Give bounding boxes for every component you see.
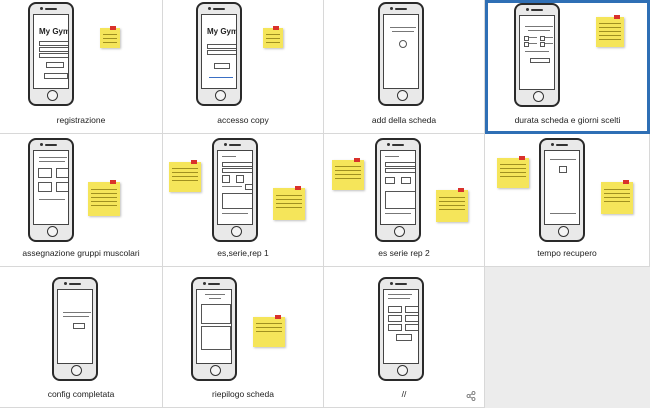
cell-label: config completata bbox=[47, 389, 115, 399]
sticky-note bbox=[169, 160, 201, 192]
cell-label: riepilogo scheda bbox=[212, 389, 274, 399]
mockup-cell[interactable]: tempo recupero bbox=[485, 134, 650, 267]
mockup-cell[interactable]: riepilogo scheda bbox=[163, 267, 324, 408]
cell-label: accesso copy bbox=[217, 115, 269, 125]
sticky-note bbox=[273, 186, 305, 220]
phone-mockup bbox=[378, 2, 424, 106]
cell-label: es,serie,rep 1 bbox=[217, 248, 269, 258]
sticky-note bbox=[601, 180, 633, 214]
screen-title: My Gym bbox=[207, 27, 237, 36]
screen-title: My Gym bbox=[39, 27, 69, 36]
phone-mockup bbox=[191, 277, 237, 381]
mockup-cell-selected[interactable]: durata scheda e giorni scelti bbox=[485, 0, 650, 134]
sticky-note bbox=[88, 180, 120, 216]
phone-mockup: My Gym bbox=[196, 2, 242, 106]
empty-cell bbox=[485, 267, 650, 408]
mockup-cell[interactable]: add della scheda bbox=[324, 0, 485, 134]
phone-mockup bbox=[378, 277, 424, 381]
cell-label: add della scheda bbox=[371, 115, 437, 125]
cell-label: durata scheda e giorni scelti bbox=[514, 115, 621, 125]
mockup-cell[interactable]: es,serie,rep 1 bbox=[163, 134, 324, 267]
sticky-note bbox=[497, 156, 529, 188]
add-icon bbox=[399, 40, 407, 48]
mockup-cell[interactable]: My Gym registrazione bbox=[0, 0, 163, 134]
phone-mockup bbox=[539, 138, 585, 242]
mockup-cell[interactable]: config completata bbox=[0, 267, 163, 408]
cell-label: tempo recupero bbox=[537, 248, 597, 258]
share-icon[interactable] bbox=[466, 391, 476, 401]
phone-mockup bbox=[375, 138, 421, 242]
phone-mockup bbox=[212, 138, 258, 242]
mockup-cell[interactable]: My Gym accesso copy bbox=[163, 0, 324, 134]
mockup-cell[interactable]: // bbox=[324, 267, 485, 408]
sticky-note bbox=[100, 26, 120, 48]
mockup-cell[interactable]: es serie rep 2 bbox=[324, 134, 485, 267]
mockup-cell[interactable]: assegnazione gruppi muscolari bbox=[0, 134, 163, 267]
cell-label: es serie rep 2 bbox=[378, 248, 430, 258]
phone-mockup bbox=[28, 138, 74, 242]
sticky-note bbox=[253, 315, 285, 347]
phone-mockup bbox=[514, 3, 560, 107]
sticky-note bbox=[332, 158, 364, 190]
cell-label: // bbox=[401, 389, 407, 399]
phone-mockup bbox=[52, 277, 98, 381]
cell-label: registrazione bbox=[56, 115, 106, 125]
sticky-note bbox=[263, 26, 283, 48]
phone-mockup: My Gym bbox=[28, 2, 74, 106]
cell-label: assegnazione gruppi muscolari bbox=[22, 248, 140, 258]
sticky-note bbox=[596, 15, 624, 47]
sticky-note bbox=[436, 188, 468, 222]
